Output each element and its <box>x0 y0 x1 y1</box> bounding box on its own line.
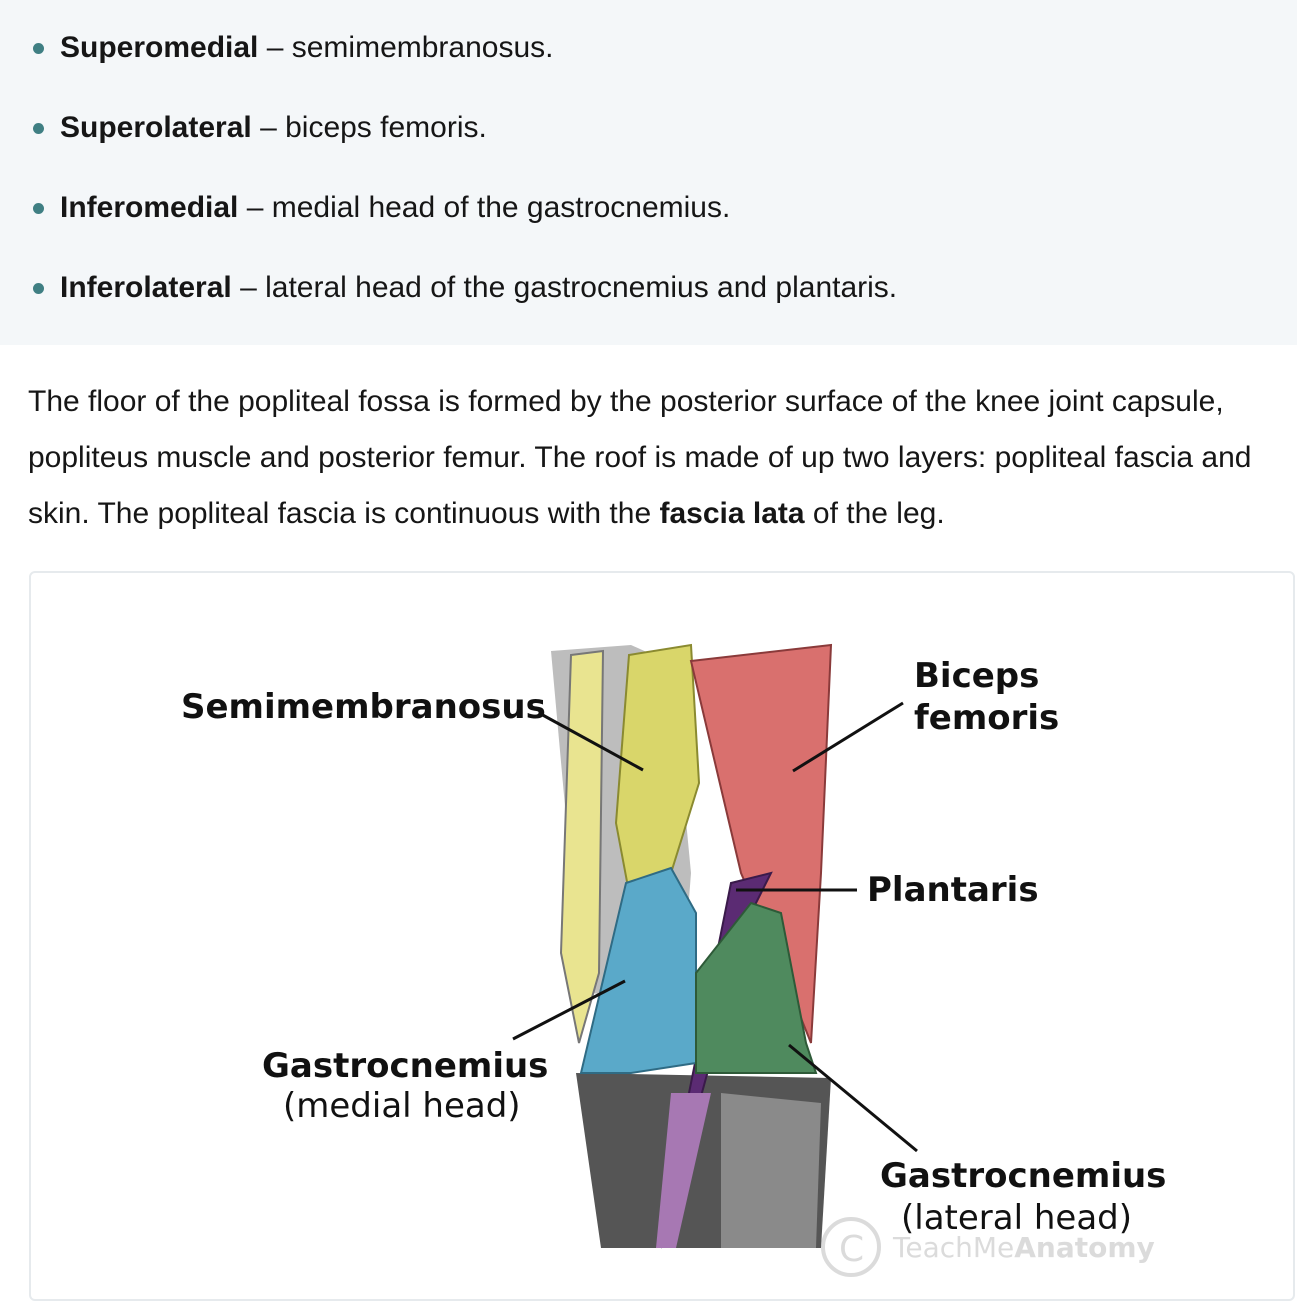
gastrocnemius-lateral-label-line1: Gastrocnemius <box>880 1156 1166 1196</box>
list-item-text: Inferolateral – lateral head of the gast… <box>60 268 897 308</box>
paragraph-text-after: of the leg. <box>804 497 945 530</box>
biceps-femoris-label-line2: femoris <box>914 698 1059 738</box>
list-item: Superomedial – semimembranosus. <box>0 28 1200 68</box>
list-item-term: Superolateral <box>60 111 252 144</box>
list-item-desc: – lateral head of the gastrocnemius and … <box>231 271 898 304</box>
list-item-desc: – biceps femoris. <box>251 111 487 144</box>
list-item-term: Inferomedial <box>60 191 239 224</box>
fascia-lata-term: fascia lata <box>659 497 805 530</box>
biceps-femoris-label-line1: Biceps <box>914 656 1039 696</box>
gastrocnemius-medial-pointer <box>512 979 626 1041</box>
copyright-symbol: C <box>839 1229 864 1270</box>
watermark-brand-bold: Anatomy <box>1014 1231 1155 1264</box>
bullet-panel <box>0 0 1297 345</box>
semimembranosus-pointer <box>538 711 644 772</box>
popliteal-floor-roof-paragraph: The floor of the popliteal fossa is form… <box>28 374 1290 542</box>
list-item-text: Superolateral – biceps femoris. <box>60 108 487 148</box>
gastrocnemius-lateral-muscle <box>695 901 818 1074</box>
teachmeanatomy-watermark: C TeachMeAnatomy <box>821 1217 1155 1277</box>
gastrocnemius-medial-label-line1: Gastrocnemius <box>262 1046 548 1086</box>
bullet-icon <box>33 283 44 294</box>
copyright-icon <box>821 1217 881 1277</box>
bullet-icon <box>33 43 44 54</box>
popliteal-fossa-diagram: Semimembranosus Biceps femoris Plantaris… <box>181 643 1166 1277</box>
lower-leg-highlight <box>721 1093 821 1248</box>
anatomy-figure-card: Semimembranosus Biceps femoris Plantaris… <box>29 571 1295 1301</box>
list-item: Inferomedial – medial head of the gastro… <box>0 188 1200 228</box>
bullet-icon <box>33 123 44 134</box>
list-item-desc: – medial head of the gastrocnemius. <box>238 191 731 224</box>
gastrocnemius-lateral-label-line2: (lateral head) <box>901 1198 1132 1238</box>
watermark-brand-light: TeachMe <box>892 1231 1014 1264</box>
list-item: Inferolateral – lateral head of the gast… <box>0 268 1200 308</box>
medial-tendon-strip <box>559 649 605 1044</box>
list-item-term: Superomedial <box>60 31 259 64</box>
list-item-text: Superomedial – semimembranosus. <box>60 28 554 68</box>
plantaris-label: Plantaris <box>867 870 1039 910</box>
gastrocnemius-lateral-pointer <box>788 1043 918 1153</box>
gastrocnemius-medial-label-line2: (medial head) <box>283 1086 521 1126</box>
list-item-desc: – semimembranosus. <box>258 31 554 64</box>
paragraph-text-before: The floor of the popliteal fossa is form… <box>28 385 1252 530</box>
watermark-brand: TeachMeAnatomy <box>892 1231 1155 1264</box>
biceps-femoris-muscle <box>689 643 833 1044</box>
list-item-text: Inferomedial – medial head of the gastro… <box>60 188 730 228</box>
bullet-icon <box>33 203 44 214</box>
list-item-term: Inferolateral <box>60 271 232 304</box>
list-item: Superolateral – biceps femoris. <box>0 108 1200 148</box>
biceps-femoris-pointer <box>792 701 904 773</box>
semimembranosus-label: Semimembranosus <box>181 687 546 727</box>
plantaris-tendon <box>656 1093 711 1248</box>
